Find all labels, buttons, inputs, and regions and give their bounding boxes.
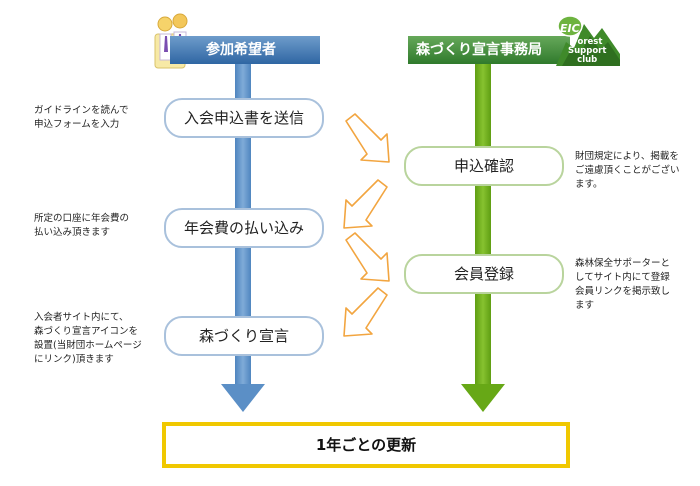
arrow-to-registration <box>345 232 390 282</box>
note-member-registration: 森林保全サポーターと してサイト内にて登録 会員リンクを掲示致し ます <box>575 258 671 311</box>
arrow-to-declaration <box>343 287 388 337</box>
annual-renewal-box: 1年ごとの更新 <box>162 422 570 468</box>
arrow-to-confirm <box>345 113 390 163</box>
step-forest-declaration: 森づくり宣言 <box>164 316 324 356</box>
office-header: 森づくり宣言事務局 <box>408 36 570 64</box>
step-confirm-application: 申込確認 <box>404 146 564 186</box>
step-member-registration: 会員登録 <box>404 254 564 294</box>
step-send-application: 入会申込書を送信 <box>164 98 324 138</box>
note-pay-fee: 所定の口座に年会費の 払い込み頂きます <box>34 213 130 238</box>
note-forest-declaration: 入会者サイト内にて、 森づくり宣言アイコンを 設置(当財団ホームページ にリンク… <box>34 312 142 365</box>
logo-club-text: Forest Support club <box>568 37 607 65</box>
arrow-to-payment <box>343 179 388 229</box>
note-send-application: ガイドラインを読んで 申込フォームを入力 <box>34 105 129 130</box>
forest-logo-icon: EIC Forest Support club <box>556 14 620 66</box>
note-confirm-application: 財団規定により、掲載を ご遠慮頂くことがござい ます。 <box>575 151 680 190</box>
office-lane-arrow <box>461 64 505 412</box>
applicant-header: 参加希望者 <box>170 36 320 64</box>
step-pay-fee: 年会費の払い込み <box>164 208 324 248</box>
logo-brand-text: EIC <box>560 22 580 35</box>
